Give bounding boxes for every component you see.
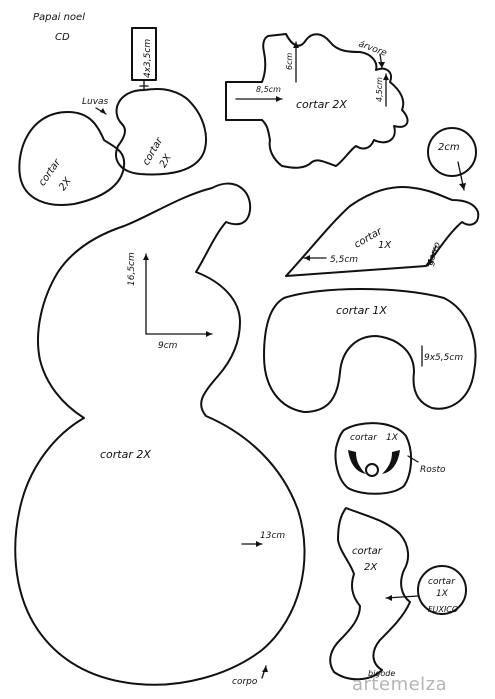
- tree-height-arrow: [293, 42, 299, 48]
- hat-qty-label: 1X: [378, 240, 392, 251]
- body-height-line: [145, 253, 213, 335]
- tree-width-arrow: [276, 96, 282, 102]
- face-cheek-right: [382, 450, 400, 474]
- tree-cut-label: cortar 2X: [296, 98, 347, 111]
- hat-piece: [285, 186, 480, 277]
- face-pointer-line: [407, 455, 419, 463]
- fuxico-cut-label: cortar: [428, 577, 456, 587]
- pattern-subtitle: CD: [55, 32, 70, 43]
- tree-side-dim: 4,5cm: [375, 77, 384, 102]
- mitten-pointer-arrow: [100, 108, 106, 114]
- body-head-arrow: [206, 331, 212, 337]
- face-nose: [365, 463, 379, 477]
- body-pointer-arrow: [262, 666, 268, 672]
- pattern-title: Papai noel: [33, 12, 85, 23]
- mustache-qty-label: 2X: [364, 562, 378, 573]
- hat-width-dim: 5,5cm: [330, 255, 358, 265]
- fuxico-pointer-arrow: [386, 595, 392, 601]
- face-qty-label: 1X: [386, 433, 399, 443]
- trim-arch-piece: [263, 288, 477, 413]
- hat-pointer-arrow: [428, 259, 434, 266]
- fuxico-name-label: FUXICO: [428, 605, 458, 614]
- mitten-right-piece: [115, 88, 207, 176]
- body-name-label: corpo: [232, 677, 258, 687]
- pompom-piece: [427, 127, 477, 177]
- body-width-dim: 13cm: [260, 531, 285, 541]
- tree-height-dim: 6cm: [285, 53, 294, 70]
- face-cut-label: cortar: [350, 433, 378, 443]
- mitten-right-qty-label: 2X: [158, 152, 175, 170]
- mitten-left-piece: [18, 111, 126, 206]
- trim-arch-cut-label: cortar 1X: [336, 304, 387, 317]
- tree-piece: [225, 33, 409, 169]
- face-piece: [334, 422, 412, 495]
- body-height-arrow: [143, 254, 149, 260]
- tree-pointer-arrow: [378, 62, 385, 68]
- body-piece: [14, 182, 306, 686]
- pompom-pointer-arrow: [459, 183, 466, 190]
- mitten-left-qty-label: 2X: [57, 175, 74, 193]
- body-head-dim: 9cm: [158, 341, 178, 351]
- trim-arch-dim: 9x5,5cm: [424, 353, 463, 363]
- fuxico-piece: [417, 565, 467, 615]
- body-width-arrow: [256, 541, 262, 547]
- body-height-dim: 16,5cm: [127, 252, 137, 286]
- mitten-strap-dim: 4x3,5cm: [143, 39, 153, 78]
- face-name-label: Rosto: [420, 465, 446, 475]
- fuxico-qty-label: 1X: [436, 589, 449, 599]
- pompom-dim: 2cm: [438, 142, 460, 153]
- tree-side-arrow: [383, 74, 389, 80]
- mustache-piece: [329, 507, 411, 681]
- mitten-name-label: Luvas: [82, 97, 109, 107]
- mustache-cut-label: cortar: [352, 546, 383, 557]
- tree-name-label: árvore: [357, 39, 388, 59]
- mustache-name-label: bigode: [368, 669, 395, 678]
- watermark: artemelza: [352, 674, 447, 695]
- tree-width-dim: 8,5cm: [256, 85, 281, 94]
- hat-width-arrow: [304, 255, 310, 261]
- body-cut-label: cortar 2X: [100, 448, 151, 461]
- face-cheek-left: [348, 450, 366, 474]
